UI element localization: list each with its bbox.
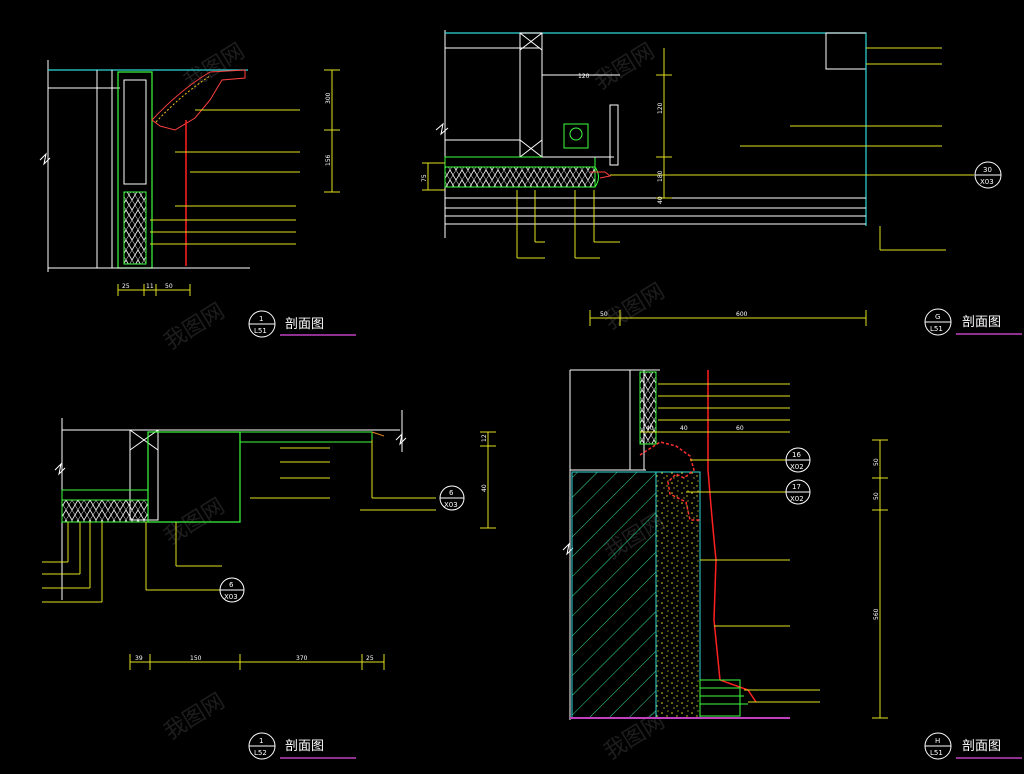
section-h-title: H L51 剖面图 (924, 732, 1022, 760)
callout-top: 6 (229, 581, 234, 589)
watermark: 我图网 (590, 39, 659, 95)
callout-bottom: X03 (224, 593, 238, 601)
badge-top: G (935, 313, 940, 321)
dim-label: 60 (736, 425, 744, 432)
dim-label: 25 (366, 655, 374, 662)
callout-bottom: X02 (790, 463, 804, 471)
dim-label: 40 (646, 425, 654, 432)
dim-label: 40 (680, 425, 688, 432)
badge-bottom: L51 (930, 325, 943, 333)
dim-label: 300 (325, 92, 332, 104)
dim-label: 50 (165, 283, 173, 290)
callout-marker: 6 X03 (219, 577, 245, 603)
dim-label: 40 (657, 196, 664, 204)
dim-label: 75 (421, 174, 428, 182)
dim-label: 11 (146, 283, 154, 290)
callout-marker: 17 X02 (785, 479, 811, 505)
dim-label: 39 (135, 655, 143, 662)
dim-label: 560 (873, 608, 880, 620)
callout-marker: 6 X03 (439, 485, 465, 511)
section-title: 剖面图 (285, 317, 324, 332)
dim-label: 50 (873, 492, 880, 500)
callout-top: 17 (792, 483, 801, 491)
watermark: 我图网 (160, 689, 229, 745)
dim-label: 50 (600, 311, 608, 318)
section-g-drawing: 50 600 120 180 40 75 120 30 X03 G L51 剖面… (421, 30, 1022, 336)
dim-label: 12 (481, 434, 488, 442)
dim-label: 120 (578, 73, 590, 80)
badge-bottom: L51 (254, 327, 267, 335)
callout-bottom: X03 (444, 501, 458, 509)
callout-marker: 30 X03 (974, 161, 1002, 189)
badge-top: 1 (259, 737, 263, 745)
badge-bottom: L51 (930, 749, 943, 757)
dim-label: 156 (325, 154, 332, 166)
watermark: 我图网 (180, 39, 249, 95)
callout-top: 30 (983, 166, 992, 174)
section-1b-title: 1 L52 剖面图 (248, 732, 356, 760)
badge-top: H (935, 737, 940, 745)
dim-label: 180 (657, 170, 664, 182)
badge-top: 1 (259, 315, 263, 323)
dim-label: 370 (296, 655, 308, 662)
dim-label: 120 (657, 102, 664, 114)
section-h-drawing: 40 40 60 50 50 560 16 X02 17 X02 H L51 剖… (562, 369, 1022, 760)
dim-label: 25 (122, 283, 130, 290)
section-g-title: G L51 剖面图 (924, 308, 1022, 336)
watermark: 我图网 (600, 279, 669, 335)
section-1-drawing: 25 11 50 300 156 1 L51 剖面图 (39, 60, 356, 338)
callout-top: 16 (792, 451, 801, 459)
section-1-title: 1 L51 剖面图 (248, 310, 356, 338)
callout-bottom: X02 (790, 495, 804, 503)
section-title: 剖面图 (962, 315, 1001, 330)
dim-label: 50 (873, 458, 880, 466)
dim-label: 40 (481, 484, 488, 492)
callout-marker: 16 X02 (785, 447, 811, 473)
callout-top: 6 (449, 489, 454, 497)
section-title: 剖面图 (962, 739, 1001, 754)
dim-label: 600 (736, 311, 748, 318)
section-1b-drawing: 39 150 370 25 12 40 6 X03 6 X03 1 L52 剖面… (42, 410, 496, 760)
dim-label: 150 (190, 655, 202, 662)
watermark: 我图网 (160, 299, 229, 355)
badge-bottom: L52 (254, 749, 267, 757)
section-title: 剖面图 (285, 739, 324, 754)
callout-bottom: X03 (980, 178, 994, 186)
